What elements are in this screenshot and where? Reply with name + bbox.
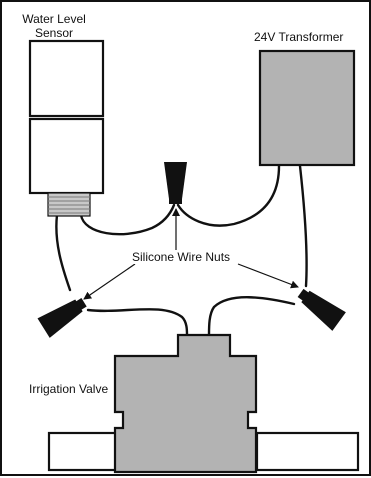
sensor-label-line2: Sensor	[34, 26, 74, 40]
wire-right-nut-to-valve	[207, 296, 296, 337]
sensor-label: Water Level Sensor	[8, 12, 100, 40]
valve-right-pipe	[255, 431, 360, 472]
wire-nuts-label: Silicone Wire Nuts	[130, 250, 233, 264]
wire-nut-top	[164, 162, 187, 204]
wire-nut-left	[37, 297, 87, 338]
label-arrows	[83, 208, 299, 300]
wire-sensor-to-left-nut	[55, 213, 72, 292]
wire-nut-right	[297, 288, 346, 331]
arrow-to-left-nut	[83, 263, 136, 300]
transformer-label: 24V Transformer	[254, 30, 344, 44]
valve-label: Irrigation Valve	[29, 382, 109, 396]
wire-left-nut-to-valve	[86, 308, 189, 337]
sensor-thread-lines	[48, 196, 90, 214]
sensor-upper-body	[28, 39, 105, 118]
arrow-to-right-nut	[237, 263, 299, 289]
valve-left-pipe	[47, 431, 121, 472]
transformer-box	[258, 49, 356, 167]
valve-body	[113, 333, 258, 474]
wire-transformer-to-top-nut	[176, 164, 281, 227]
wire-sensor-to-top-nut	[79, 203, 176, 236]
sensor-label-line1: Water Level	[22, 12, 86, 26]
wires	[55, 164, 308, 337]
wire-transformer-to-right-nut	[298, 164, 308, 288]
water-level-sensor	[28, 39, 105, 217]
sensor-lower-body	[28, 117, 105, 195]
irrigation-valve	[47, 333, 360, 474]
